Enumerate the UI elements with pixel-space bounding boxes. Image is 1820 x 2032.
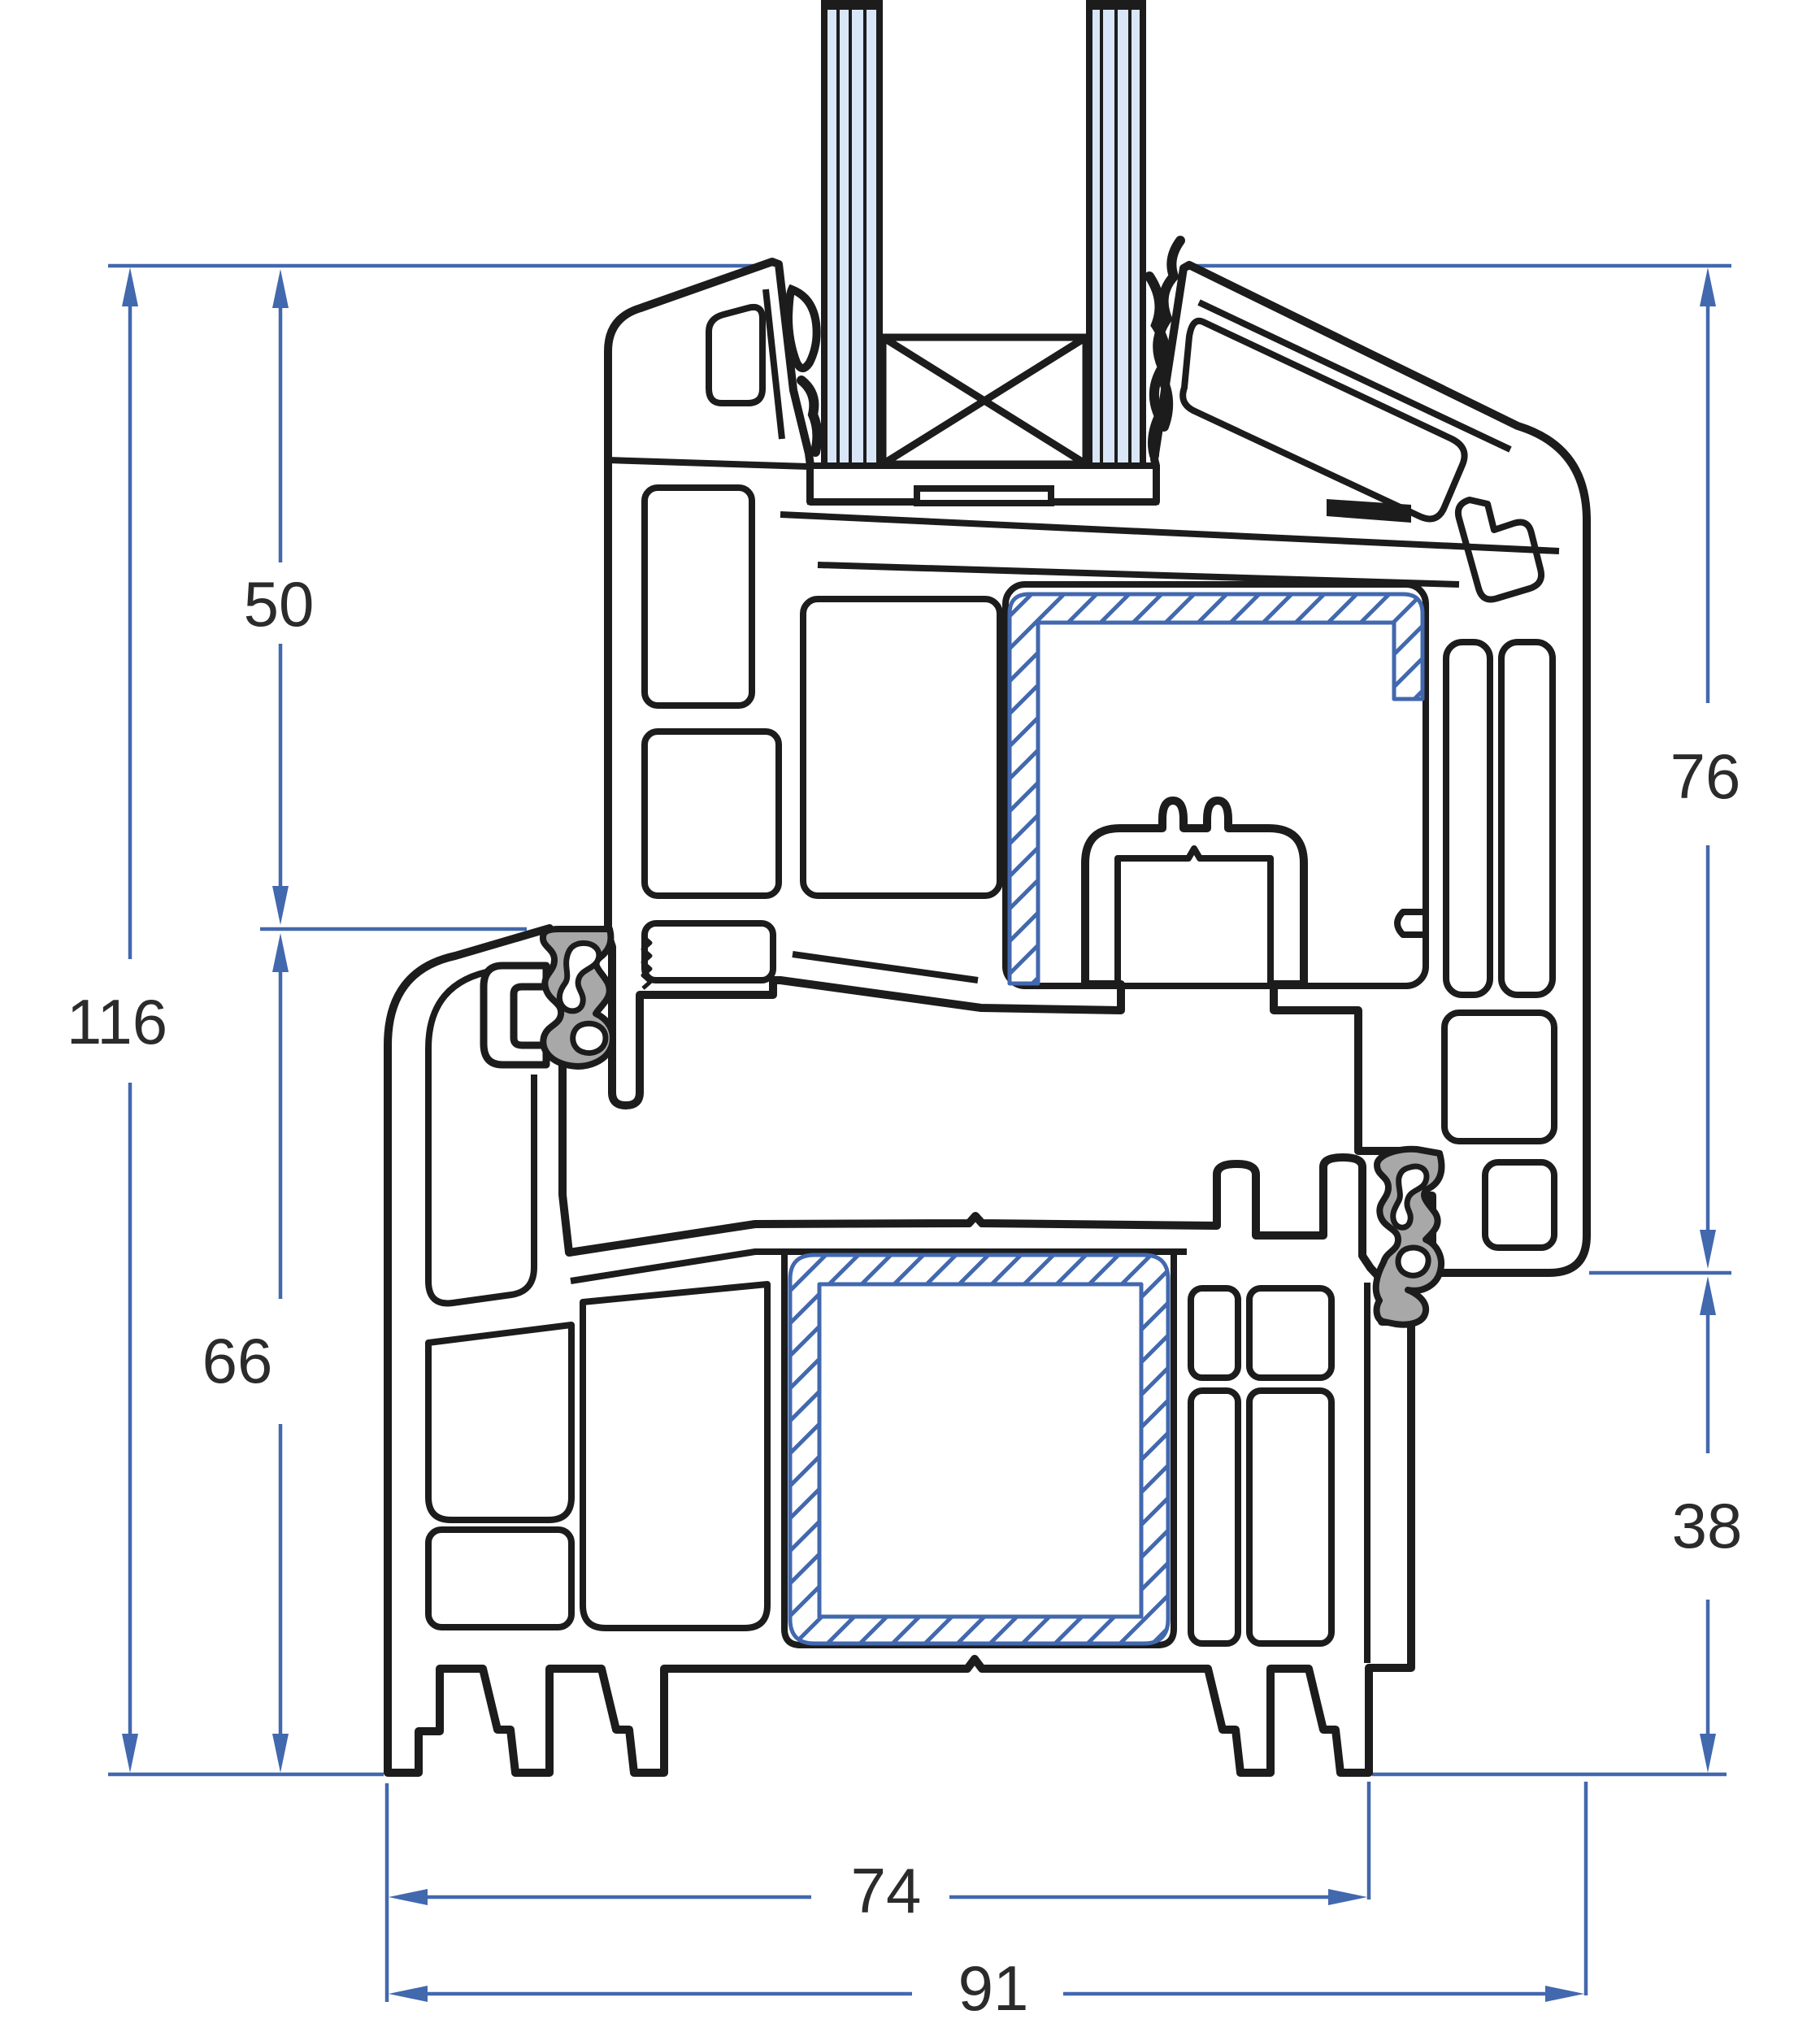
- svg-text:74: 74: [851, 1855, 922, 1926]
- svg-text:50: 50: [244, 568, 315, 640]
- svg-text:76: 76: [1670, 740, 1741, 812]
- svg-text:91: 91: [958, 1952, 1029, 2024]
- svg-text:66: 66: [202, 1325, 273, 1396]
- svg-text:116: 116: [67, 986, 167, 1057]
- svg-text:38: 38: [1672, 1490, 1743, 1561]
